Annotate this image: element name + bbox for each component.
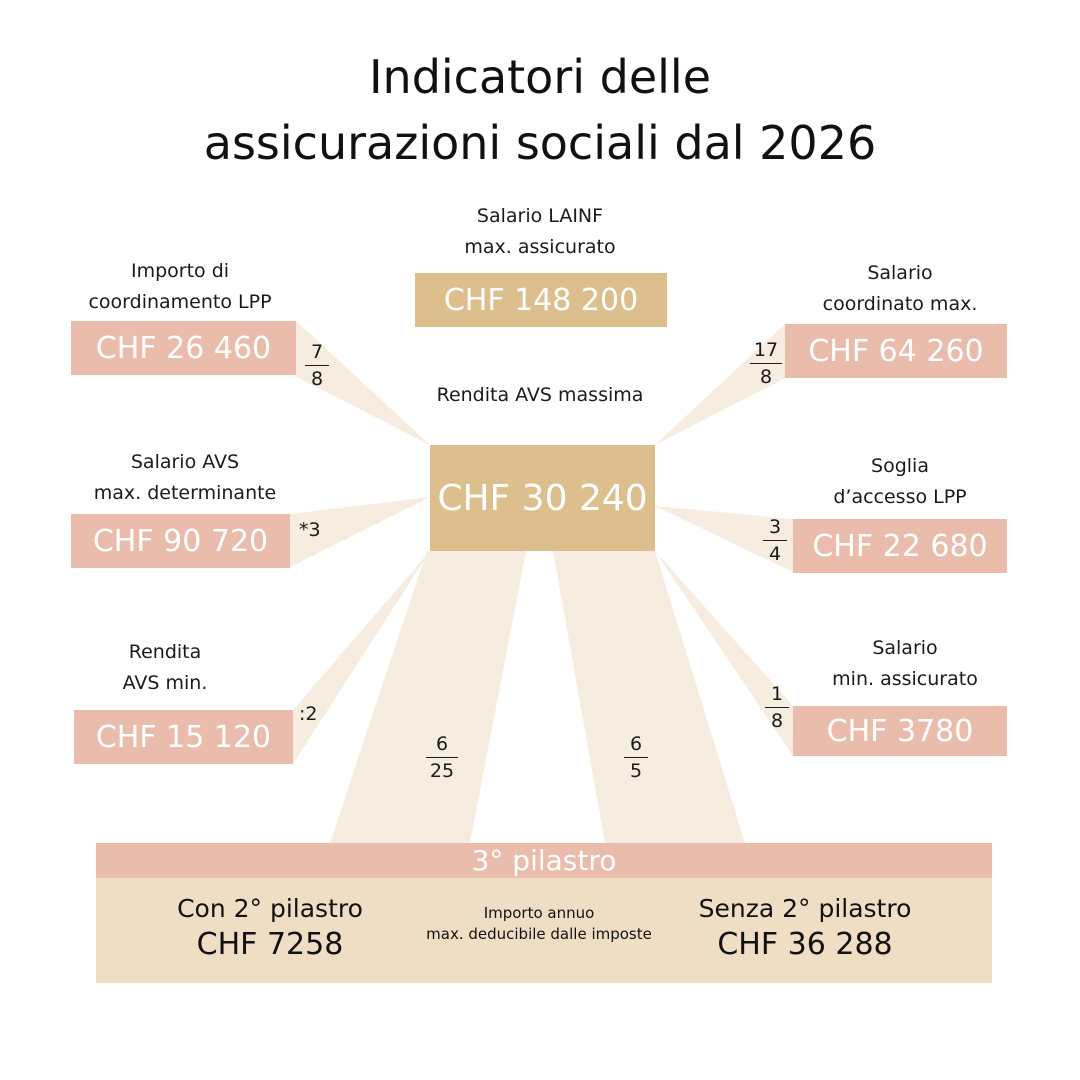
coord-salary-label-line-2: coordinato max. bbox=[822, 293, 978, 315]
pillar3-without-fraction-numerator: 6 bbox=[629, 733, 643, 755]
coordination-label: Importo di coordinamento LPP bbox=[60, 256, 300, 318]
min-salary-label: Salario min. assicurato bbox=[790, 633, 1020, 695]
lainf-value-box: CHF 148 200 bbox=[415, 273, 667, 327]
pillar3-middle-line-1: Importo annuo bbox=[483, 904, 595, 922]
avs-min-label: Rendita AVS min. bbox=[50, 637, 280, 699]
pillar3-with-fraction-denominator: 25 bbox=[429, 760, 455, 782]
min-salary-label-line-2: min. assicurato bbox=[832, 668, 978, 690]
ray-avs-salary bbox=[290, 497, 430, 567]
fraction-bar bbox=[305, 365, 329, 366]
avs-salary-value-box: CHF 90 720 bbox=[71, 514, 290, 568]
page-title-line-2: assicurazioni sociali dal 2026 bbox=[203, 116, 877, 170]
avs-salary-label-line-2: max. determinante bbox=[93, 482, 277, 504]
ray-pillar3-without bbox=[553, 551, 745, 843]
min-salary-value-box: CHF 3780 bbox=[793, 706, 1007, 756]
pillar3-middle-note: Importo annuo max. deducibile dalle impo… bbox=[398, 903, 680, 945]
ray-avs-min bbox=[293, 551, 430, 764]
threshold-fraction-denominator: 4 bbox=[768, 543, 782, 565]
center-value-box: CHF 30 240 bbox=[430, 445, 655, 551]
pillar3-header: 3° pilastro bbox=[96, 843, 992, 878]
ray-coordination bbox=[295, 320, 430, 445]
avs-salary-operator: *3 bbox=[299, 519, 321, 541]
pillar3-without-fraction-denominator: 5 bbox=[629, 760, 643, 782]
pillar3-without-fraction: 6 5 bbox=[624, 733, 648, 782]
avs-min-operator: :2 bbox=[299, 703, 318, 725]
pillar3-without-column: Senza 2° pilastro CHF 36 288 bbox=[680, 893, 930, 965]
coordination-fraction-numerator: 7 bbox=[310, 341, 324, 363]
coordination-label-line-2: coordinamento LPP bbox=[88, 291, 272, 313]
coord-salary-value-box: CHF 64 260 bbox=[785, 324, 1007, 378]
threshold-label-line-2: d’accesso LPP bbox=[833, 486, 967, 508]
lainf-label: Salario LAINF max. assicurato bbox=[390, 201, 690, 263]
center-label: Rendita AVS massima bbox=[436, 384, 644, 406]
lainf-label-line-1: Salario LAINF bbox=[476, 205, 604, 227]
threshold-fraction: 3 4 bbox=[763, 516, 787, 565]
avs-min-label-line-2: AVS min. bbox=[122, 672, 208, 694]
coordination-label-line-1: Importo di bbox=[130, 260, 230, 282]
avs-salary-label: Salario AVS max. determinante bbox=[60, 447, 310, 509]
pillar3-without-value: CHF 36 288 bbox=[717, 927, 893, 962]
ray-min-salary bbox=[655, 551, 793, 756]
pillar3-with-value: CHF 7258 bbox=[196, 927, 344, 962]
coord-salary-fraction-denominator: 8 bbox=[759, 366, 773, 388]
coord-salary-label: Salario coordinato max. bbox=[780, 258, 1020, 320]
avs-min-label-line-1: Rendita bbox=[128, 641, 202, 663]
coord-salary-label-line-1: Salario bbox=[867, 262, 933, 284]
min-salary-fraction: 1 8 bbox=[765, 683, 789, 732]
fraction-bar bbox=[763, 540, 787, 541]
threshold-fraction-numerator: 3 bbox=[768, 516, 782, 538]
ray-coord-salary bbox=[655, 324, 785, 445]
coordination-fraction: 7 8 bbox=[305, 341, 329, 390]
coord-salary-fraction-numerator: 17 bbox=[753, 339, 779, 361]
pillar3-with-fraction: 6 25 bbox=[426, 733, 458, 782]
pillar3-with-column: Con 2° pilastro CHF 7258 bbox=[150, 893, 390, 965]
fraction-bar bbox=[624, 757, 648, 758]
ray-threshold bbox=[655, 506, 793, 572]
threshold-label-line-1: Soglia bbox=[871, 455, 929, 477]
min-salary-fraction-numerator: 1 bbox=[770, 683, 784, 705]
fraction-bar bbox=[765, 707, 789, 708]
fraction-bar bbox=[750, 363, 782, 364]
ray-pillar3-with bbox=[330, 551, 526, 843]
pillar3-with-fraction-numerator: 6 bbox=[435, 733, 449, 755]
coordination-value-box: CHF 26 460 bbox=[71, 321, 296, 375]
coord-salary-fraction: 17 8 bbox=[750, 339, 782, 388]
min-salary-fraction-denominator: 8 bbox=[770, 710, 784, 732]
fraction-bar bbox=[426, 757, 458, 758]
lainf-label-line-2: max. assicurato bbox=[464, 236, 616, 258]
pillar3-panel bbox=[96, 878, 992, 983]
pillar3-with-label: Con 2° pilastro bbox=[177, 894, 363, 923]
min-salary-label-line-1: Salario bbox=[872, 637, 938, 659]
threshold-value-box: CHF 22 680 bbox=[793, 519, 1007, 573]
pillar3-without-label: Senza 2° pilastro bbox=[698, 894, 912, 923]
pillar3-middle-line-2: max. deducibile dalle imposte bbox=[426, 925, 652, 943]
avs-salary-label-line-1: Salario AVS bbox=[130, 451, 240, 473]
coordination-fraction-denominator: 8 bbox=[310, 368, 324, 390]
threshold-label: Soglia d’accesso LPP bbox=[780, 451, 1020, 513]
page-title-line-1: Indicatori delle bbox=[368, 50, 712, 104]
avs-min-value-box: CHF 15 120 bbox=[74, 710, 293, 764]
